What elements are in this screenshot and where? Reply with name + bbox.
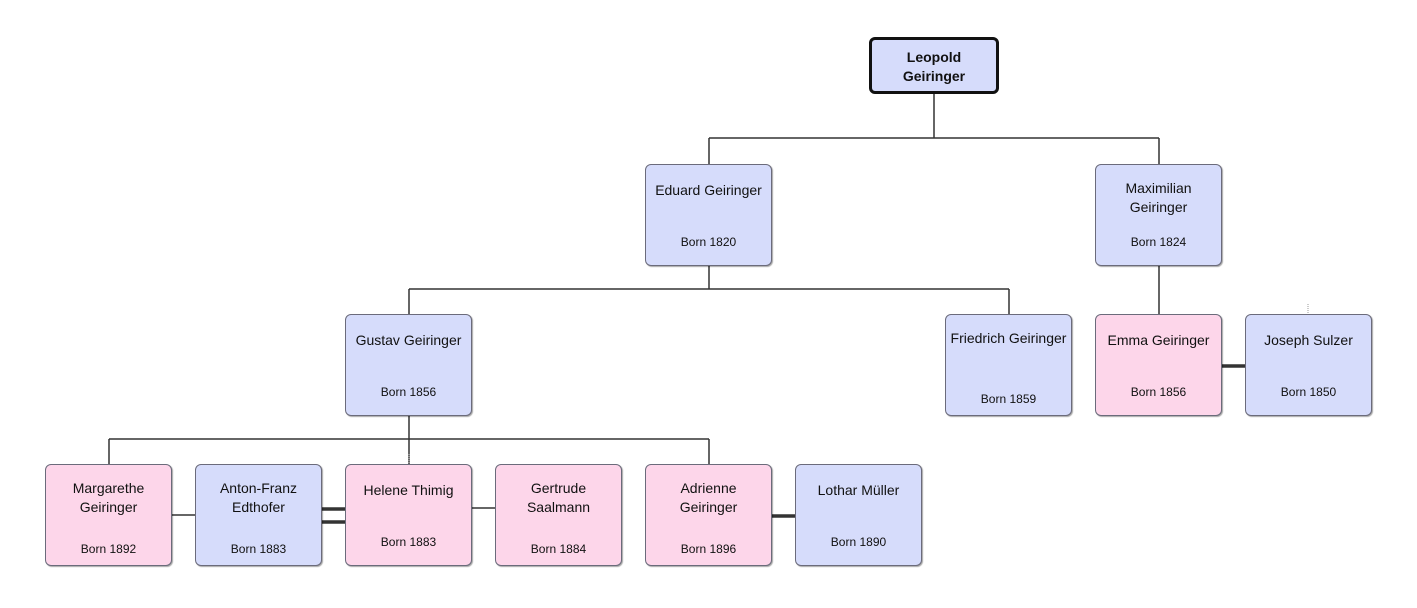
person-born: Born 1856 (380, 385, 437, 399)
person-born: Born 1820 (680, 235, 737, 249)
person-lothar-mueller[interactable]: Lothar Müller Born 1890 (795, 464, 922, 566)
person-adrienne-geiringer[interactable]: Adrienne Geiringer Born 1896 (645, 464, 772, 566)
person-name: Leopold Geiringer (902, 49, 966, 84)
person-maximilian-geiringer[interactable]: Maximilian Geiringer Born 1824 (1095, 164, 1222, 266)
person-born: Born 1883 (380, 535, 437, 549)
person-name: Joseph Sulzer (1264, 332, 1353, 348)
person-leopold-geiringer[interactable]: Leopold Geiringer (869, 37, 999, 94)
person-name: Eduard Geiringer (655, 182, 762, 198)
connector-gustav-children (108, 416, 710, 465)
person-born: Born 1856 (1130, 385, 1187, 399)
person-born: Born 1884 (530, 542, 587, 556)
person-name: Gustav Geiringer (355, 332, 462, 348)
person-name: Margarethe Geiringer (72, 480, 145, 515)
person-born: Born 1892 (80, 542, 137, 556)
person-joseph-sulzer[interactable]: Joseph Sulzer Born 1850 (1245, 314, 1372, 416)
person-gertrude-saalmann[interactable]: Gertrude Saalmann Born 1884 (495, 464, 622, 566)
person-born: Born 1896 (680, 542, 737, 556)
person-anton-franz-edthofer[interactable]: Anton-Franz Edthofer Born 1883 (195, 464, 322, 566)
person-born: Born 1824 (1130, 235, 1187, 249)
person-born: Born 1850 (1280, 385, 1337, 399)
person-name: Lothar Müller (817, 482, 900, 498)
person-name: Maximilian Geiringer (1125, 180, 1192, 215)
person-helene-thimig[interactable]: Helene Thimig Born 1883 (345, 464, 472, 566)
person-emma-geiringer[interactable]: Emma Geiringer Born 1856 (1095, 314, 1222, 416)
person-friedrich-geiringer[interactable]: Friedrich Geiringer Born 1859 (945, 314, 1072, 416)
person-margarethe-geiringer[interactable]: Margarethe Geiringer Born 1892 (45, 464, 172, 566)
person-name: Gertrude Saalmann (526, 480, 591, 515)
person-gustav-geiringer[interactable]: Gustav Geiringer Born 1856 (345, 314, 472, 416)
person-born: Born 1859 (980, 392, 1037, 406)
connector-eduard-children (408, 266, 1010, 315)
person-born: Born 1883 (230, 542, 287, 556)
marriage-anton-helene (322, 507, 346, 524)
person-name: Emma Geiringer (1107, 332, 1210, 348)
person-name: Friedrich Geiringer (950, 330, 1067, 346)
connector-leopold-children (708, 93, 1160, 165)
person-name: Anton-Franz Edthofer (219, 480, 298, 515)
person-eduard-geiringer[interactable]: Eduard Geiringer Born 1820 (645, 164, 772, 266)
person-born: Born 1890 (830, 535, 887, 549)
person-name: Helene Thimig (363, 482, 454, 498)
person-name: Adrienne Geiringer (679, 480, 738, 515)
